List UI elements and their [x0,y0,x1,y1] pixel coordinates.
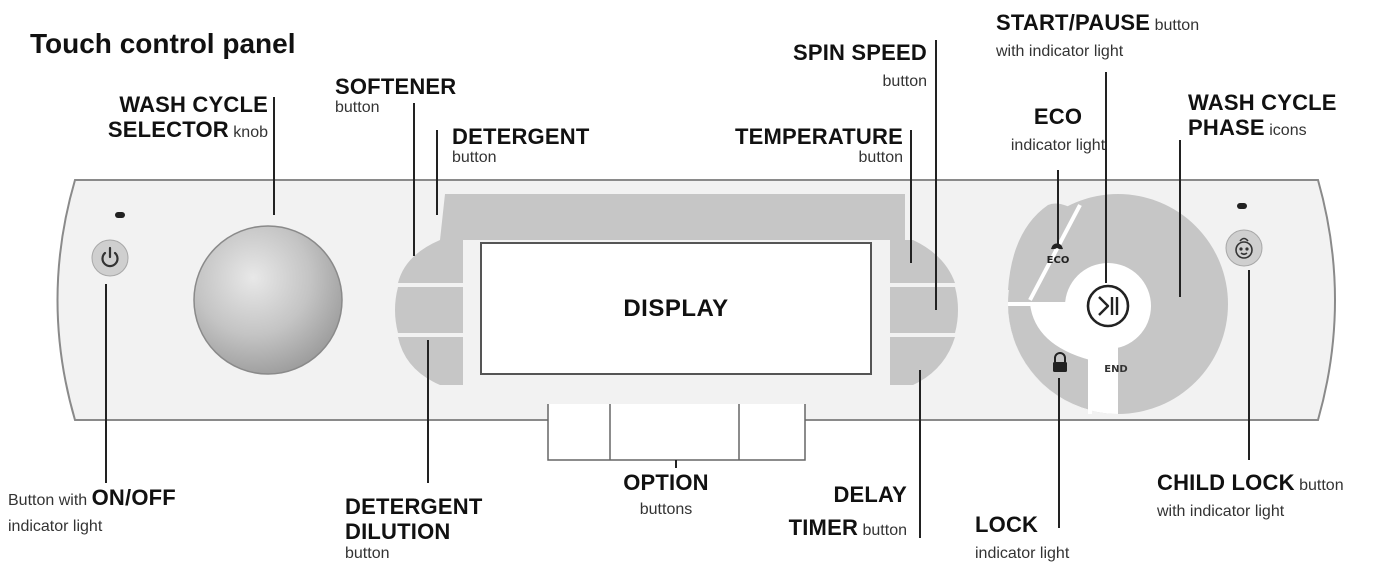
label-start-pause: START/PAUSE button with indicator light [996,10,1199,62]
temperature-button[interactable] [890,240,955,283]
label-child-lock: CHILD LOCK button with indicator light [1157,470,1344,522]
label-on-off-prefix: Button with [8,492,92,509]
end-icon-text: END [1104,364,1128,375]
leader-lines [105,40,1250,538]
spin-speed-button[interactable] [890,287,958,333]
label-softener-title: SOFTENER [335,74,457,99]
softener-button[interactable] [398,240,463,283]
label-option-sub: buttons [639,501,693,519]
label-on-off-sub: indicator light [8,518,103,536]
label-delay-timer-line1: DELAY [833,482,907,507]
eco-indicator-area [1008,203,1078,290]
option-buttons[interactable] [547,404,806,461]
label-softener-sub: button [335,99,380,117]
label-spin-speed-title: SPIN SPEED [792,40,927,65]
detergent-lower-button[interactable] [398,337,463,385]
label-detergent-dilution: DETERGENT DILUTION button [345,494,482,563]
label-wash-cycle-phase: WASH CYCLE PHASE icons [1188,90,1337,141]
label-detergent-dilution-line2: DILUTION [345,519,451,545]
label-softener: SOFTENER button [335,74,456,118]
label-detergent-title: DETERGENT [452,124,590,149]
lock-indicator-area [1008,304,1090,410]
label-eco-title: ECO [1033,104,1083,129]
label-temperature-sub: button [858,149,903,167]
label-delay-timer: DELAY TIMER button [789,482,907,541]
label-spin-speed: SPIN SPEED button [793,40,927,92]
label-detergent-dilution-sub: button [345,544,390,562]
label-lock-sub: indicator light [975,545,1070,563]
label-on-off-title: ON/OFF [91,485,176,510]
label-wash-cycle-selector-line1: WASH CYCLE [119,92,268,117]
label-detergent-sub: button [452,149,497,167]
detergent-dilution-button[interactable] [395,287,463,333]
label-child-lock-title: CHILD LOCK [1157,470,1295,495]
label-wash-cycle-selector: WASH CYCLE SELECTOR knob [108,92,268,143]
eco-icon-text: ECO [1047,255,1070,266]
label-child-lock-suffix: button [1294,477,1344,494]
label-wash-cycle-phase-line1: WASH CYCLE [1188,90,1337,115]
child-lock-indicator-light [1237,203,1247,209]
label-start-pause-suffix: button [1150,17,1200,34]
label-on-off: Button with ON/OFF indicator light [8,485,176,537]
label-option: OPTION buttons [586,470,746,520]
label-detergent: DETERGENT button [452,124,589,168]
wash-cycle-selector-knob[interactable] [193,225,343,375]
diagram-title: Touch control panel [30,28,296,59]
detergent-button[interactable] [440,194,905,240]
label-spin-speed-sub: button [882,73,927,91]
delay-timer-button[interactable] [890,337,955,385]
play-pause-icon [1098,296,1119,316]
label-option-title: OPTION [623,470,709,495]
dial-divider [1028,204,1082,301]
power-icon [101,246,119,268]
label-start-pause-title: START/PAUSE [996,10,1151,35]
label-start-pause-sub: with indicator light [996,43,1124,61]
label-wash-cycle-selector-suffix: knob [228,124,268,142]
child-lock-button[interactable] [1225,229,1263,267]
label-lock: LOCK indicator light [975,512,1069,564]
label-eco: ECO indicator light [978,104,1138,156]
label-child-lock-sub: with indicator light [1157,503,1285,521]
label-temperature-title: TEMPERATURE [734,124,903,149]
label-lock-title: LOCK [975,512,1039,537]
label-wash-cycle-phase-line2: PHASE [1188,115,1265,141]
label-detergent-dilution-line1: DETERGENT [345,494,483,519]
label-eco-sub: indicator light [1010,137,1106,155]
on-off-indicator-light [115,212,125,218]
display-label: DISPLAY [623,295,729,322]
label-delay-timer-line2: TIMER [788,515,859,541]
child-face-icon [1235,237,1253,259]
lock-icon [1053,352,1067,372]
label-wash-cycle-selector-line2: SELECTOR [107,117,229,143]
label-temperature: TEMPERATURE button [735,124,903,168]
display-screen [480,242,872,375]
label-delay-timer-suffix: button [858,522,908,540]
label-wash-cycle-phase-suffix: icons [1264,122,1307,140]
